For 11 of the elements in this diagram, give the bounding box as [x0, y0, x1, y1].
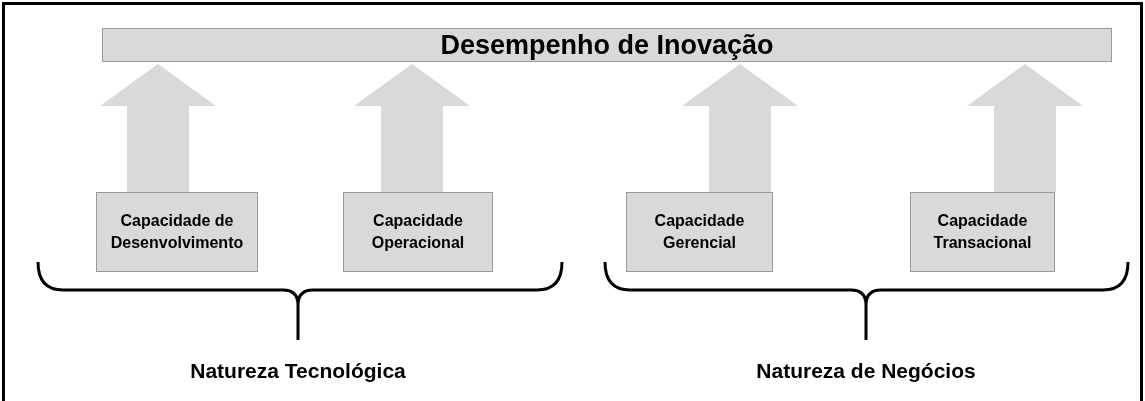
- capability-box: Capacidade Gerencial: [626, 192, 773, 272]
- group-label: Natureza de Negócios: [756, 359, 976, 382]
- title-bar: Desempenho de Inovação: [102, 28, 1112, 62]
- block-arrow: [100, 64, 216, 192]
- capability-box: Capacidade Transacional: [910, 192, 1055, 272]
- block-arrow: [682, 64, 798, 192]
- group-label: Natureza Tecnológica: [190, 359, 406, 382]
- capability-box: Capacidade Operacional: [343, 192, 493, 272]
- block-arrow: [967, 64, 1083, 192]
- capability-box: Capacidade de Desenvolvimento: [96, 192, 258, 272]
- block-arrow: [354, 64, 470, 192]
